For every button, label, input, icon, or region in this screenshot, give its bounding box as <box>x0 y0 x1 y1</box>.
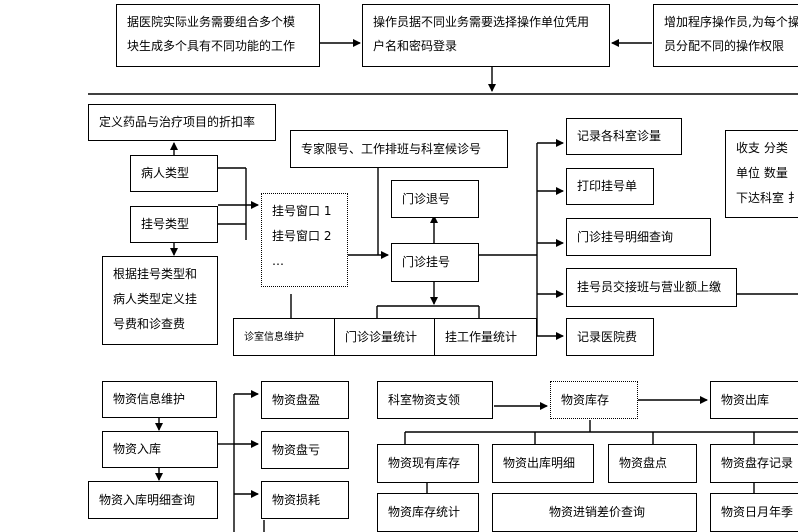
dept-visit-record-box: 记录各科室诊量 <box>566 118 682 155</box>
operator-permission-box: 增加程序操作员,为每个操 员分配不同的操作权限 <box>653 4 798 67</box>
discount-rate-box: 定义药品与治疗项目的折扣率 <box>88 104 276 141</box>
shift-handover-box: 挂号员交接班与营业额上缴 <box>566 268 737 307</box>
operator-login-box: 操作员据不同业务需要选择操作单位凭用 户名和密码登录 <box>362 4 610 67</box>
outbound-detail-box: 物资出库明细 <box>492 444 594 483</box>
materials-inbound-box: 物资入库 <box>102 431 218 468</box>
outpatient-registration-box: 门诊挂号 <box>391 243 479 282</box>
dept-materials-draw-box: 科室物资支领 <box>377 381 493 419</box>
current-stock-box: 物资现有库存 <box>377 444 479 483</box>
materials-outbound-box: 物资出库 <box>710 381 798 419</box>
hospital-fee-record-box: 记录医院费 <box>566 318 654 356</box>
patient-type-box: 病人类型 <box>130 155 218 192</box>
clinic-room-info-box: 诊室信息维护 <box>233 318 335 356</box>
fee-definition-box: 根据挂号类型和 病人类型定义挂 号费和诊查费 <box>102 256 218 345</box>
visit-count-stats-box: 门诊诊量统计 <box>334 318 435 356</box>
workload-stats-box: 挂工作量统计 <box>434 318 537 356</box>
materials-surplus-box: 物资盘盈 <box>261 381 349 419</box>
registration-refund-box: 门诊退号 <box>391 180 479 218</box>
registration-type-box: 挂号类型 <box>130 206 218 243</box>
inbound-detail-query-box: 物资入库明细查询 <box>88 481 218 519</box>
materials-info-box: 物资信息维护 <box>102 381 217 418</box>
stock-stats-box: 物资库存统计 <box>377 493 479 532</box>
materials-loss-box: 物资损耗 <box>261 481 349 519</box>
price-difference-query-box: 物资进销差价查询 <box>492 493 697 532</box>
materials-stock-box: 物资库存 <box>550 381 638 419</box>
registration-detail-query-box: 门诊挂号明细查询 <box>566 218 711 256</box>
workstation-config-box: 据医院实际业务需要组合多个模 块生成多个具有不同功能的工作 <box>116 4 320 67</box>
periodic-report-box: 物资日月年季 <box>710 493 798 532</box>
print-slip-box: 打印挂号单 <box>566 168 654 205</box>
stocktake-box: 物资盘点 <box>608 444 697 483</box>
expert-schedule-box: 专家限号、工作排班与科室候诊号 <box>290 130 508 168</box>
registration-windows-box: 挂号窗口 1 挂号窗口 2 … <box>261 193 348 287</box>
stocktake-record-box: 物资盘存记录 <box>710 444 798 483</box>
income-expense-box: 收支 分类 单位 数量 下达科室 扌 <box>725 130 798 218</box>
materials-deficit-box: 物资盘亏 <box>261 431 349 469</box>
